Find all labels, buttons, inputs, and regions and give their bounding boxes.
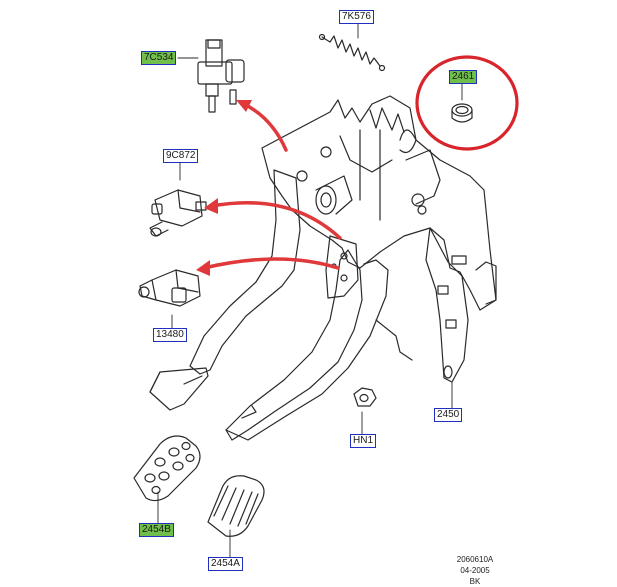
clutch-pedal-arm (225, 249, 413, 441)
mounting-bracket (261, 95, 497, 311)
label-2454b[interactable]: 2454B (139, 523, 174, 537)
label-9c872[interactable]: 9C872 (163, 149, 199, 163)
brake-pedal-pad-2454b (133, 435, 201, 502)
label-2454a[interactable]: 2454A (208, 557, 243, 571)
label-7c534[interactable]: 7C534 (141, 51, 177, 65)
red-arrow-heads (196, 100, 252, 276)
clutch-switch-7c534 (197, 39, 245, 113)
leader-lines (157, 23, 463, 559)
pedal-shaft-assembly (315, 175, 359, 299)
clutch-pedal-pad-2454a (207, 475, 265, 537)
drawing-code: BK (469, 577, 481, 586)
drawing-number: 2060610A (456, 555, 494, 564)
brake-pedal-arm (149, 169, 301, 411)
support-rail-2450 (425, 227, 497, 383)
drawing-date: 04-2005 (460, 566, 490, 575)
label-7k576[interactable]: 7K576 (339, 10, 374, 24)
label-2461[interactable]: 2461 (449, 70, 478, 84)
switch-13480 (138, 269, 201, 307)
red-pointer-arrows (202, 102, 342, 270)
highlight-circle (415, 55, 519, 151)
nut-hn1 (353, 387, 377, 407)
return-spring-7k576 (318, 33, 386, 72)
drawing-footer: 2060610A 04-2005 BK (440, 554, 510, 587)
bushing-2461 (451, 103, 473, 123)
brake-switch-9c872 (149, 189, 207, 237)
label-2450[interactable]: 2450 (434, 408, 463, 422)
label-13480[interactable]: 13480 (153, 328, 187, 342)
label-hn1[interactable]: HN1 (350, 434, 377, 448)
